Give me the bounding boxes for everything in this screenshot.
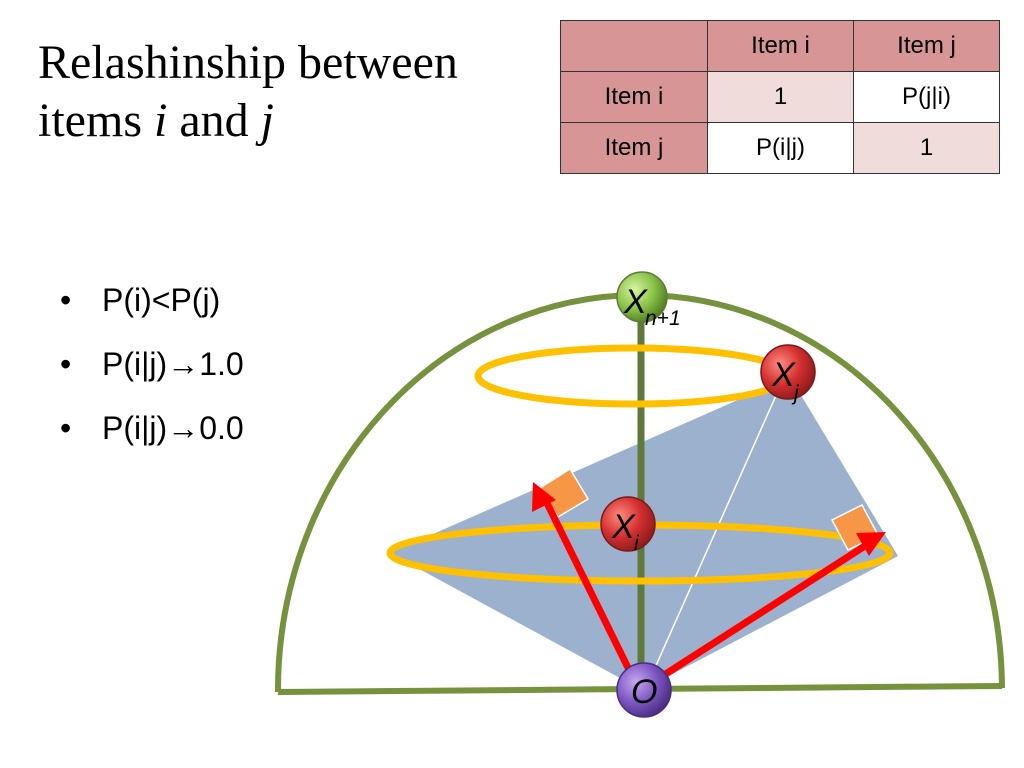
bullet-text: P(i)<P(j) — [102, 282, 221, 318]
table-row-header-item-j: Item j — [560, 122, 708, 174]
bullet-icon: • — [60, 282, 72, 318]
table-cell: P(i|j) — [707, 122, 854, 174]
relationship-table: Item i Item j Item i 1 P(j|i) Item j P(i… — [560, 20, 1000, 174]
title-var-j: j — [260, 94, 274, 147]
vector-right-arrowhead — [856, 532, 886, 556]
table-corner-cell — [560, 20, 708, 72]
table-header-item-i: Item i — [707, 20, 854, 72]
upper-ring — [474, 344, 792, 408]
bullet-text: P(i|j)→0.0 — [102, 410, 244, 446]
bullet-text: P(i|j)→1.0 — [102, 346, 244, 382]
table-cell: P(j|i) — [853, 71, 1000, 123]
table-row-header-item-i: Item i — [560, 71, 708, 123]
slide-title: Relashinship between items i and j — [38, 34, 558, 150]
node-xi-label: X — [611, 508, 636, 546]
title-text-items: items — [38, 94, 154, 147]
node-x-n-plus-1-label: X — [623, 283, 648, 321]
list-item: • P(i)<P(j) — [60, 272, 244, 336]
projection-line — [645, 381, 783, 689]
vector-left — [541, 497, 640, 686]
node-xi-subscript: i — [634, 532, 640, 555]
node-x-n-plus-1-subscript: n+1 — [645, 307, 681, 330]
table-header-row: Item i Item j — [560, 20, 1000, 72]
table-cell: 1 — [853, 122, 1000, 174]
table-row: Item i 1 P(j|i) — [560, 71, 1000, 123]
bullet-icon: • — [60, 346, 72, 382]
node-xj-label: X — [771, 356, 796, 394]
title-var-i: i — [154, 94, 168, 147]
title-line-1: Relashinship between — [38, 36, 458, 89]
list-item: • P(i|j)→1.0 — [60, 336, 244, 400]
table-header-item-j: Item j — [853, 20, 1000, 72]
node-xj-subscript: j — [791, 382, 800, 405]
node-origin-label: O — [631, 673, 657, 711]
node-xj: X j — [760, 344, 816, 405]
list-item: • P(i|j)→0.0 — [60, 400, 244, 464]
title-text-and: and — [167, 94, 261, 147]
vector-right — [648, 541, 870, 687]
bullet-icon: • — [60, 410, 72, 446]
node-xi: X i — [600, 496, 656, 555]
title-line-2: items i and j — [38, 92, 558, 150]
table-row: Item j P(i|j) 1 — [560, 122, 1000, 174]
bullet-list: • P(i)<P(j) • P(i|j)→1.0 • P(i|j)→0.0 — [60, 272, 244, 464]
vector-left-arrowhead — [532, 482, 556, 512]
node-origin: O — [616, 662, 672, 718]
node-x-n-plus-1: X n+1 — [616, 271, 681, 330]
table-cell: 1 — [707, 71, 854, 123]
